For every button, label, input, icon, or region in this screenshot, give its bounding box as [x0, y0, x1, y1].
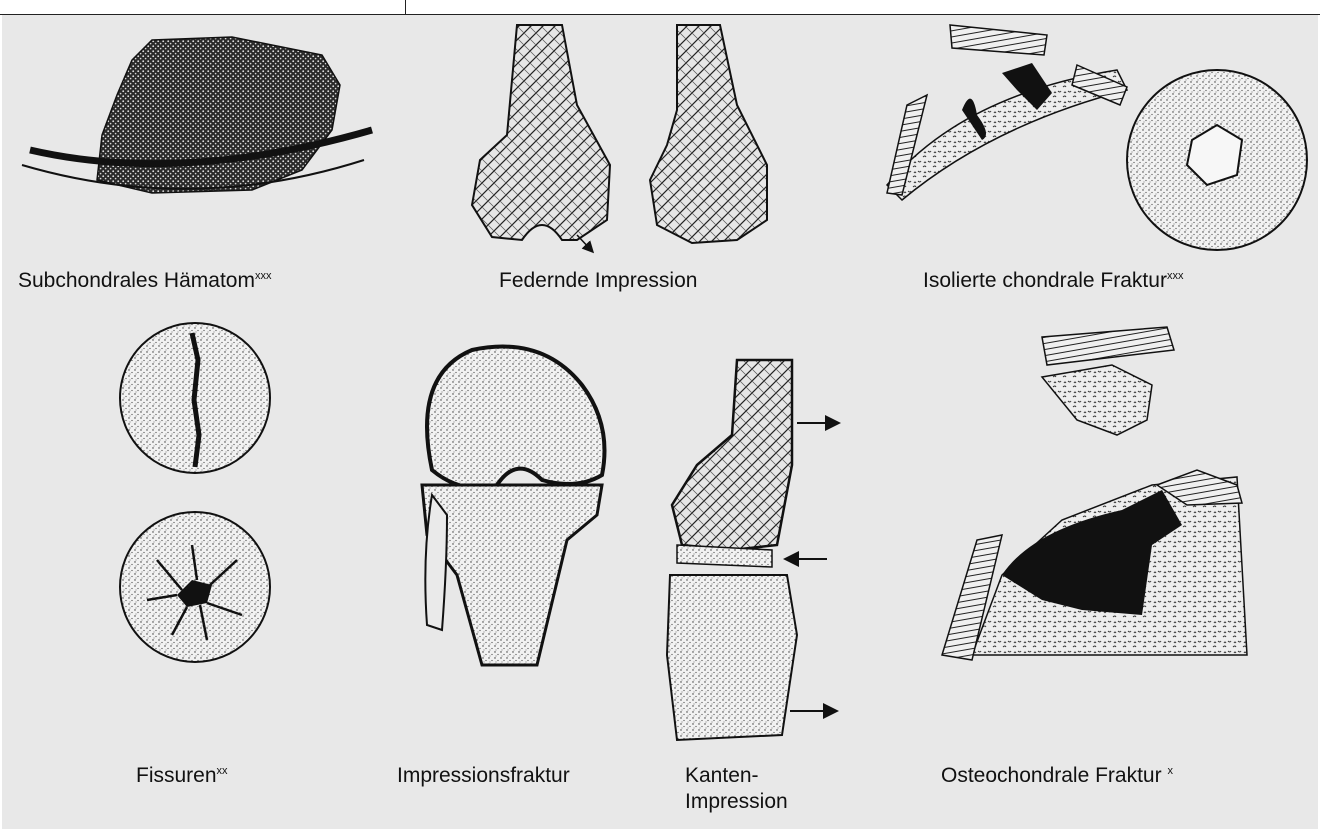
label-isolated-chondral-fracture-text: Isolierte chondrale Fraktur	[923, 269, 1167, 292]
label-fissures-text: Fissuren	[136, 764, 217, 787]
fissures-drawing	[120, 323, 270, 662]
label-subchondral-hematoma-text: Subchondrales Hämatom	[18, 269, 255, 292]
springy-impression-drawing	[472, 25, 767, 251]
edge-impression-drawing	[667, 360, 837, 740]
label-osteochondral-fracture-text: Osteochondrale Fraktur	[941, 764, 1167, 787]
label-subchondral-hematoma-mark: xxx	[255, 270, 272, 282]
figure-panel: Subchondrales Hämatomxxx Federnde Impres…	[2, 15, 1318, 829]
top-border-tick	[405, 0, 406, 14]
isolated-chondral-fracture-drawing	[887, 25, 1307, 250]
label-isolated-chondral-fracture-mark: xxx	[1167, 270, 1184, 282]
label-osteochondral-fracture-mark: x	[1167, 765, 1173, 777]
label-isolated-chondral-fracture: Isolierte chondrale Frakturxxx	[923, 268, 1183, 297]
subchondral-hematoma-drawing	[22, 37, 372, 193]
label-osteochondral-fracture: Osteochondrale Fraktur x	[941, 763, 1173, 792]
label-edge-impression: Kanten- Impression	[685, 763, 788, 815]
top-border	[0, 0, 1320, 15]
label-edge-impression-line2: Impression	[685, 789, 788, 815]
osteochondral-fracture-drawing	[942, 327, 1247, 660]
label-edge-impression-line1: Kanten-	[685, 763, 788, 789]
label-fissures: Fissurenxx	[136, 763, 228, 792]
label-fissures-mark: xx	[217, 765, 228, 777]
label-impression-fracture: Impressionsfraktur	[397, 763, 570, 789]
label-springy-impression: Federnde Impression	[499, 268, 697, 294]
illustration-canvas	[2, 15, 1318, 829]
impression-fracture-drawing	[422, 347, 605, 665]
label-subchondral-hematoma: Subchondrales Hämatomxxx	[18, 268, 271, 297]
